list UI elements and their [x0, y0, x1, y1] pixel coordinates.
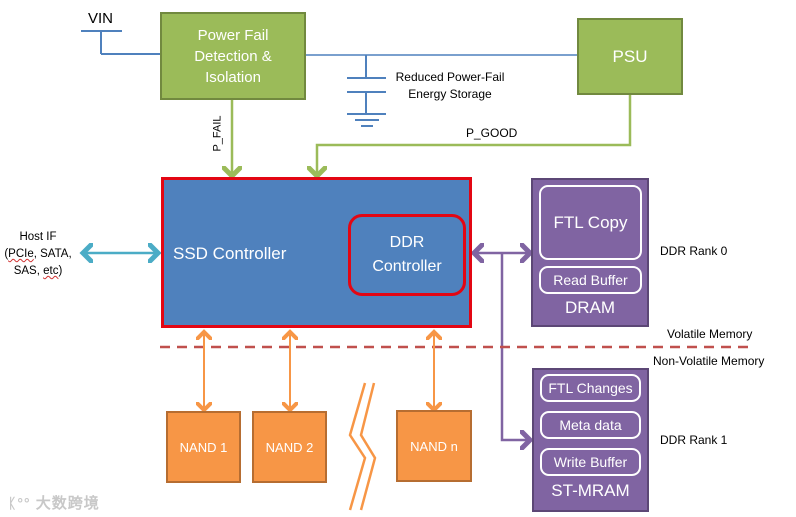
dram-title: DRAM [564, 298, 616, 317]
st-mram-title: ST-MRAM [551, 481, 630, 500]
ddr-controller-box: DDR Controller [348, 214, 466, 296]
nand-n-box: NAND n [396, 410, 472, 482]
st-mram-box: FTL Changes Meta data Write Buffer ST-MR… [532, 368, 649, 512]
non-volatile-memory-label: Non-Volatile Memory [653, 354, 765, 368]
power-fail-detection-box: Power Fail Detection & Isolation [160, 12, 306, 100]
ddr-rank1-label: DDR Rank 1 [660, 433, 728, 447]
mram-item-write-buffer: Write Buffer [540, 448, 641, 476]
ddr-rank1-arrow [500, 253, 530, 440]
dram-item-read-buffer: Read Buffer [539, 266, 642, 294]
volatile-memory-label: Volatile Memory [667, 327, 753, 341]
break-symbol-icon [348, 382, 377, 511]
dram-box: FTL Copy Read Buffer DRAM [531, 178, 649, 327]
nand-1-box: NAND 1 [166, 411, 241, 483]
power-fail-detection-label: Power Fail Detection & Isolation [194, 26, 272, 86]
nand-2-box: NAND 2 [252, 411, 327, 483]
watermark-icon: ᛕ°° [8, 495, 31, 511]
vin-label: VIN [88, 10, 114, 27]
dram-item-ftl-copy: FTL Copy [539, 185, 642, 260]
mram-item-ftl-changes: FTL Changes [540, 374, 641, 402]
psu-label: PSU [612, 46, 648, 66]
p-good-arrow [317, 95, 632, 176]
energy-storage-label: Reduced Power-Fail Energy Storage [395, 70, 505, 101]
ssd-controller-box: SSD Controller DDR Controller [161, 177, 472, 328]
p-fail-label: P_FAIL [211, 115, 224, 152]
psu-box: PSU [577, 18, 683, 95]
p-good-label: P_GOOD [466, 126, 518, 140]
capacitor-icon [347, 55, 386, 127]
ssd-controller-label: SSD Controller [173, 244, 287, 263]
watermark-logo: ᛕ°° 大数跨境 [8, 495, 100, 512]
host-if-label: Host IF (PCIe, SATA, SAS, etc) [4, 231, 72, 277]
ddr-rank0-label: DDR Rank 0 [660, 244, 728, 258]
vin-wire [81, 30, 161, 55]
mram-item-meta-data: Meta data [540, 411, 641, 439]
